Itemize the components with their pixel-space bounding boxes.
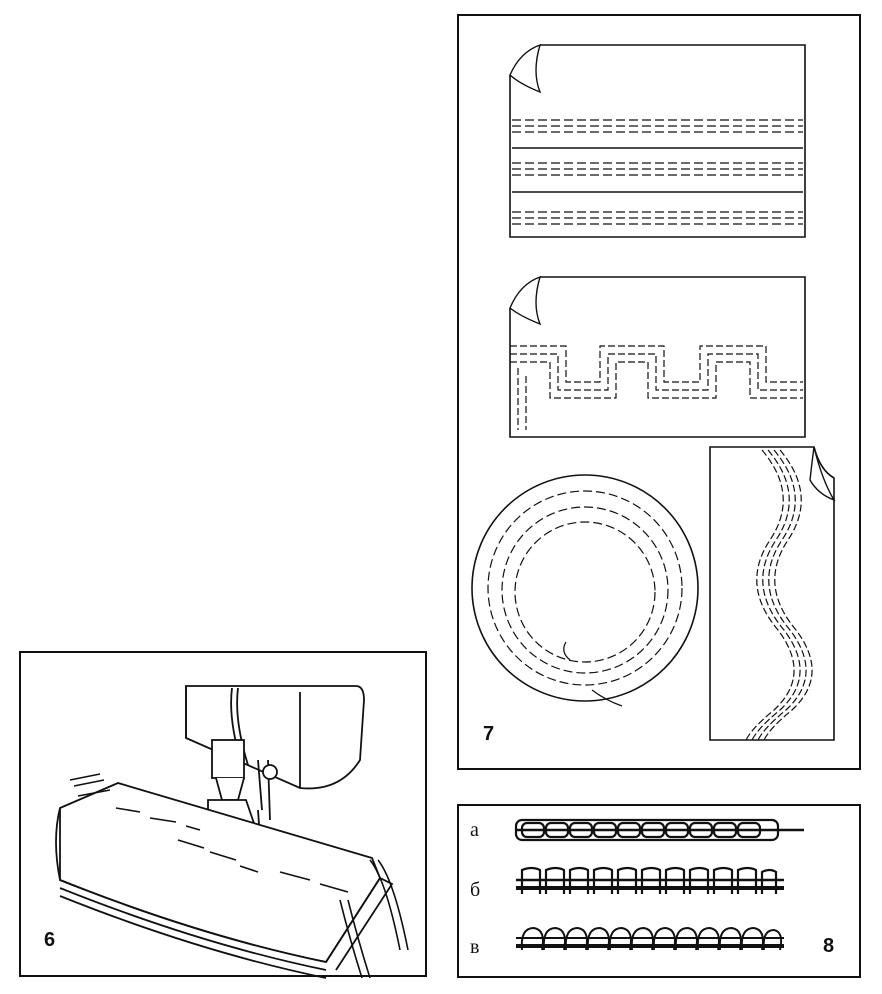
figure-6-panel: 6: [19, 651, 427, 979]
figure-7-panel: 7: [457, 14, 861, 770]
stitch-row-b: б: [470, 866, 784, 901]
fabric-meander-stitches: [509, 275, 806, 438]
row-v-letter: в: [470, 936, 479, 958]
figure-6-label: 6: [44, 929, 55, 951]
stitch-row-a: а: [470, 818, 804, 842]
figure-8-label: 8: [823, 935, 834, 957]
sewing-machine-head: [185, 685, 365, 821]
basting-thread: [69, 773, 409, 979]
row-a-letter: а: [470, 819, 479, 841]
row-b-letter: б: [470, 879, 480, 901]
fabric-layers: [55, 782, 394, 979]
figure-7-label: 7: [483, 723, 494, 745]
figure-8-panel: а б: [457, 804, 861, 978]
circular-stitch-pattern: [471, 474, 699, 707]
fabric-straight-stitches: [509, 43, 806, 238]
stitch-row-v: в: [470, 926, 784, 958]
fabric-wavy-stitches: [709, 446, 836, 741]
